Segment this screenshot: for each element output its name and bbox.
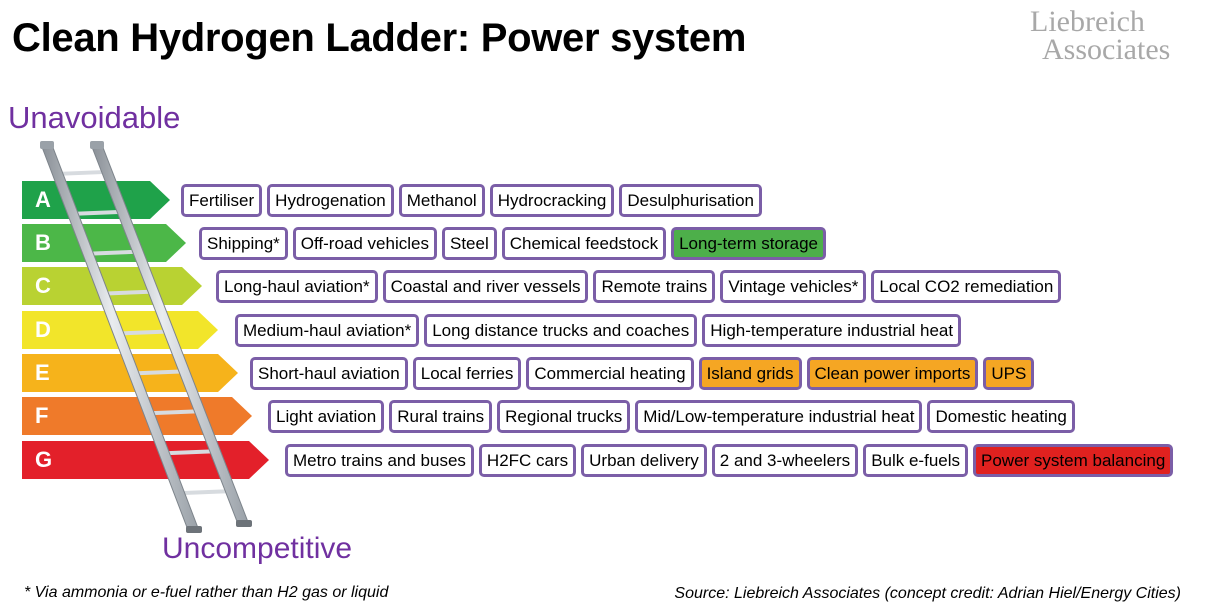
- ladder-step: [180, 489, 231, 496]
- use-case-chip: Desulphurisation: [619, 184, 762, 217]
- use-case-chip: Vintage vehicles*: [720, 270, 867, 303]
- rating-arrow-e: E: [22, 354, 238, 392]
- use-case-chip: UPS: [983, 357, 1035, 390]
- use-case-chip: Steel: [441, 227, 497, 260]
- rating-letter: C: [35, 273, 51, 298]
- use-case-chip: Off-road vehicles: [292, 227, 437, 260]
- top-label: Unavoidable: [8, 100, 181, 135]
- use-case-chip: Hydrocracking: [489, 184, 615, 217]
- use-case-chip: Long distance trucks and coaches: [424, 314, 698, 347]
- use-case-list: Long-haul aviation*Coastal and river ves…: [216, 270, 1062, 303]
- rating-letter: B: [35, 230, 51, 255]
- use-case-chip: Regional trucks: [497, 400, 631, 433]
- use-case-chip: Chemical feedstock: [501, 227, 667, 260]
- rating-arrow-f: F: [22, 397, 252, 435]
- use-case-chip: 2 and 3-wheelers: [711, 444, 859, 477]
- use-case-chip: Island grids: [698, 357, 802, 390]
- bottom-label: Uncompetitive: [162, 532, 353, 565]
- rating-letter: E: [35, 360, 50, 385]
- use-case-chip: Medium-haul aviation*: [235, 314, 420, 347]
- use-case-chip: Local CO2 remediation: [871, 270, 1062, 303]
- use-case-chip: Short-haul aviation: [250, 357, 408, 390]
- use-case-chip: Local ferries: [412, 357, 522, 390]
- rating-arrow-b: B: [22, 224, 186, 262]
- logo-line-2: Associates: [1042, 33, 1171, 66]
- company-logo: Liebreich Associates: [1030, 5, 1205, 66]
- page-title: Clean Hydrogen Ladder: Power system: [12, 16, 747, 60]
- rating-letter: F: [35, 403, 49, 428]
- ladder-step: [56, 169, 107, 176]
- rating-arrow-c: C: [22, 267, 202, 305]
- use-case-chip: H2FC cars: [478, 444, 577, 477]
- use-case-chip: Shipping*: [199, 227, 288, 260]
- use-case-chip: Remote trains: [593, 270, 716, 303]
- use-case-chip: Long-haul aviation*: [216, 270, 378, 303]
- use-case-chip: Rural trains: [389, 400, 493, 433]
- use-case-chip: Clean power imports: [806, 357, 979, 390]
- use-case-chip: Fertiliser: [181, 184, 263, 217]
- rating-arrow-a: A: [22, 181, 170, 219]
- source-credit: Source: Liebreich Associates (concept cr…: [674, 585, 1181, 602]
- use-case-chip: Domestic heating: [927, 400, 1075, 433]
- use-case-chip: Light aviation: [268, 400, 385, 433]
- use-case-chip: Coastal and river vessels: [382, 270, 589, 303]
- rating-letter: D: [35, 317, 51, 342]
- use-case-chip: Commercial heating: [526, 357, 694, 390]
- footnote: * Via ammonia or e-fuel rather than H2 g…: [24, 584, 389, 601]
- use-case-chip: Hydrogenation: [267, 184, 394, 217]
- rating-letter: G: [35, 447, 53, 472]
- rating-letter: A: [35, 187, 51, 212]
- use-case-chip: Power system balancing: [973, 444, 1174, 477]
- use-case-list: Medium-haul aviation*Long distance truck…: [235, 314, 962, 347]
- use-case-chip: Bulk e-fuels: [863, 444, 969, 477]
- use-case-chip: High-temperature industrial heat: [702, 314, 962, 347]
- use-case-chip: Methanol: [398, 184, 485, 217]
- logo-line-1: Liebreich: [1030, 5, 1145, 38]
- rating-arrow-g: G: [22, 441, 269, 479]
- use-case-chip: Mid/Low-temperature industrial heat: [635, 400, 923, 433]
- rating-arrow-d: D: [22, 311, 218, 349]
- use-case-chip: Long-term storage: [671, 227, 826, 260]
- use-case-chip: Urban delivery: [581, 444, 707, 477]
- use-case-chip: Metro trains and buses: [285, 444, 474, 477]
